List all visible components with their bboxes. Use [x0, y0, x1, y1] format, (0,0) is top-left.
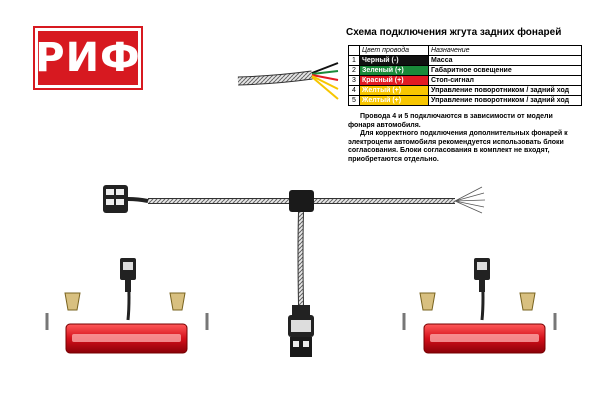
- wire-row: 2 Зеленый (+) Габаритное освещение: [348, 65, 582, 76]
- wire-yellow: [311, 76, 339, 100]
- wire-purpose: Управление поворотником / задний ход: [428, 85, 582, 96]
- wire-black: [311, 62, 339, 74]
- input-cable: [237, 62, 339, 100]
- tail-lamp: [423, 323, 546, 354]
- wire-yellow: [311, 75, 339, 90]
- wire-purpose: Стоп-сигнал: [428, 75, 582, 86]
- wire-row: 4 Желтый (+) Управление поворотником / з…: [348, 85, 582, 96]
- splitter-box: [289, 190, 314, 212]
- wire-row: 1 Черный (-) Масса: [348, 55, 582, 66]
- mount-clip: [519, 292, 536, 311]
- note-paragraph: Для корректного подключения дополнительн…: [348, 130, 568, 163]
- bottom-connector: [288, 305, 314, 357]
- left-lamp-assembly: [45, 258, 209, 354]
- wire-row: 5 Желтый (+) Управление поворотником / з…: [348, 95, 582, 106]
- wire-color-name: Желтый (+): [359, 95, 429, 106]
- wire-table-header: Цвет провода Назначение: [348, 45, 582, 56]
- wire-row: 3 Красный (+) Стоп-сигнал: [348, 75, 582, 86]
- wire-color-name: Зеленый (+): [359, 65, 429, 76]
- wiring-note: Провода 4 и 5 подключаются в зависимости…: [348, 113, 578, 165]
- wire-number: 1: [348, 55, 360, 66]
- wire-number-header: [348, 45, 360, 56]
- diagram-title: Схема подключения жгута задних фонарей: [346, 27, 562, 38]
- wire-color-header: Цвет провода: [359, 45, 429, 56]
- note-paragraph: Провода 4 и 5 подключаются в зависимости…: [348, 113, 553, 129]
- tail-lamp: [65, 323, 188, 354]
- left-connector: [103, 185, 149, 213]
- wire-purpose: Управление поворотником / задний ход: [428, 95, 582, 106]
- wire-purpose-header: Назначение: [428, 45, 582, 56]
- wire-table: Цвет провода Назначение 1 Черный (-) Мас…: [348, 45, 582, 106]
- right-lamp-assembly: [402, 258, 557, 354]
- wire-color-name: Черный (-): [359, 55, 429, 66]
- wire-number: 3: [348, 75, 360, 86]
- mount-clip: [419, 292, 436, 311]
- wire-purpose: Габаритное освещение: [428, 65, 582, 76]
- wire-purpose: Масса: [428, 55, 582, 66]
- brand-logo-text: РИФ: [35, 35, 141, 81]
- main-harness: [148, 186, 486, 306]
- wire-color-name: Красный (+): [359, 75, 429, 86]
- mount-clip: [169, 292, 186, 311]
- brand-logo: РИФ: [33, 26, 143, 90]
- wire-color-name: Желтый (+): [359, 85, 429, 96]
- mount-clip: [64, 292, 81, 311]
- wire-number: 5: [348, 95, 360, 106]
- wire-number: 2: [348, 65, 360, 76]
- wire-red: [311, 74, 339, 81]
- wire-number: 4: [348, 85, 360, 96]
- wire-green: [311, 70, 339, 75]
